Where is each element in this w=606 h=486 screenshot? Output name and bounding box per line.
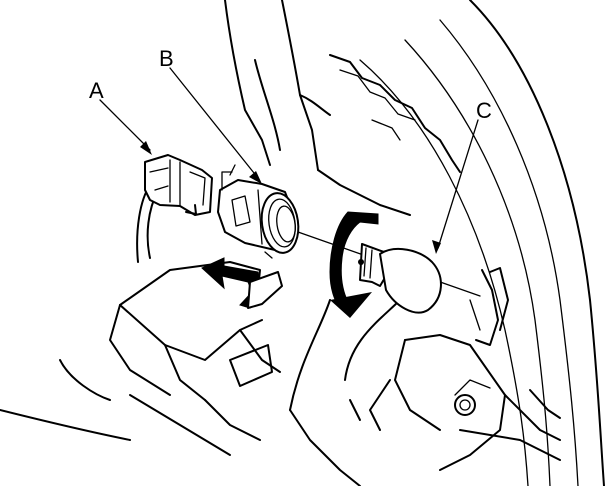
rotate-arrow-icon xyxy=(329,211,379,318)
lower-housing-box xyxy=(0,261,281,456)
leader-lines xyxy=(99,67,479,254)
mounting-bolt-icon xyxy=(454,394,476,416)
pull-out-arrow-icon xyxy=(201,257,283,309)
bulb-c xyxy=(358,243,442,314)
socket-b xyxy=(217,164,300,259)
label-c: C xyxy=(476,98,492,123)
label-a: A xyxy=(89,78,104,103)
label-b: B xyxy=(159,46,174,71)
lamp-housing xyxy=(224,0,605,486)
lower-right-housing xyxy=(289,299,506,486)
connector-a xyxy=(136,154,213,263)
